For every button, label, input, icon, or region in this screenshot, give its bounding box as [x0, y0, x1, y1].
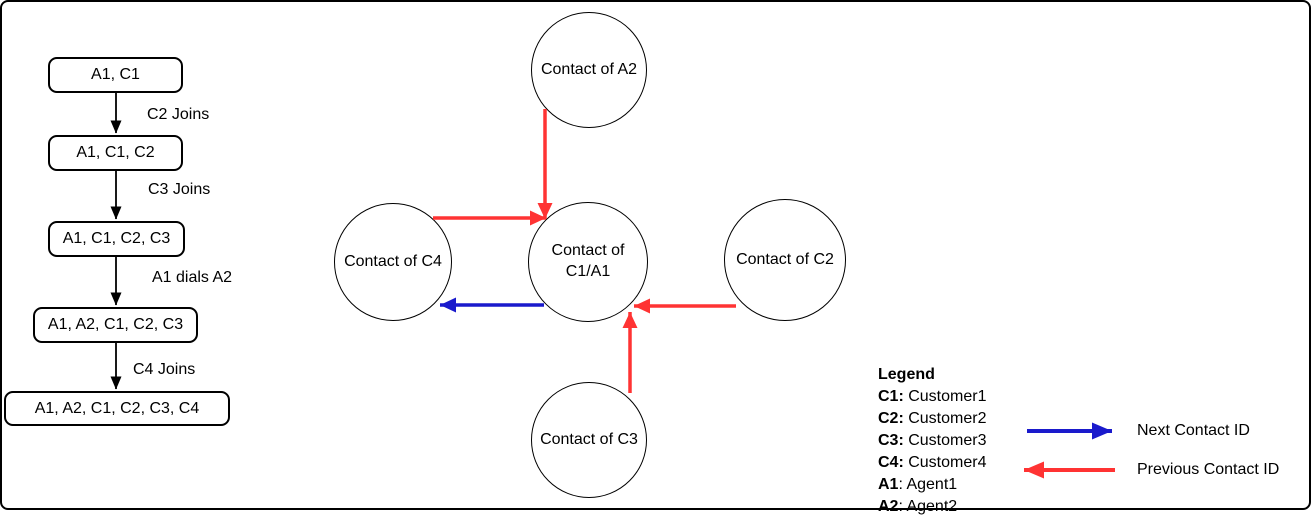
node-contact-of-c1-a1: Contact of C1/A1	[528, 202, 648, 322]
legend-key-c3: C3:	[878, 432, 904, 449]
flow-transition-label-1: C2 Joins	[147, 106, 210, 123]
legend-key-a1: A1	[878, 476, 899, 493]
node-contact-of-c2: Contact of C2	[724, 199, 846, 321]
legend-entry-c3: C3: Customer3	[878, 430, 986, 452]
flow-step-4: A1, A2, C1, C2, C3	[33, 307, 198, 343]
legend-value-c1: Customer1	[903, 388, 987, 405]
flow-transition-label-2: C3 Joins	[148, 181, 211, 198]
flow-transition-label-4: C4 Joins	[133, 361, 196, 378]
legend-key-a2: A2	[878, 498, 899, 515]
legend-value-c2: Customer2	[903, 410, 987, 427]
flow-step-1: A1, C1	[48, 57, 183, 93]
flow-step-5: A1, A2, C1, C2, C3, C4	[4, 391, 230, 426]
legend-value-c3: Customer3	[903, 432, 987, 449]
legend-value-a1: : Agent1	[898, 476, 958, 493]
legend-value-c4: Customer4	[903, 454, 987, 471]
legend: Legend C1: Customer1 C2: Customer2 C3: C…	[878, 364, 986, 518]
legend-prev-label: Previous Contact ID	[1137, 461, 1280, 478]
legend-next-label: Next Contact ID	[1137, 422, 1250, 439]
legend-value-a2: : Agent2	[898, 498, 958, 515]
legend-entry-a1: A1: Agent1	[878, 474, 986, 496]
flow-step-3: A1, C1, C2, C3	[48, 221, 185, 257]
legend-entry-c4: C4: Customer4	[878, 452, 986, 474]
legend-key-c4: C4:	[878, 454, 904, 471]
flow-transition-label-3: A1 dials A2	[152, 269, 233, 286]
node-contact-of-c3: Contact of C3	[531, 382, 647, 498]
legend-title: Legend	[878, 366, 935, 383]
legend-key-c2: C2:	[878, 410, 904, 427]
flow-step-2: A1, C1, C2	[48, 135, 183, 171]
node-contact-of-a2: Contact of A2	[531, 12, 647, 128]
legend-key-c1: C1:	[878, 388, 904, 405]
legend-entry-c1: C1: Customer1	[878, 386, 986, 408]
legend-entry-c2: C2: Customer2	[878, 408, 986, 430]
legend-entry-a2: A2: Agent2	[878, 496, 986, 518]
node-contact-of-c4: Contact of C4	[334, 203, 452, 321]
